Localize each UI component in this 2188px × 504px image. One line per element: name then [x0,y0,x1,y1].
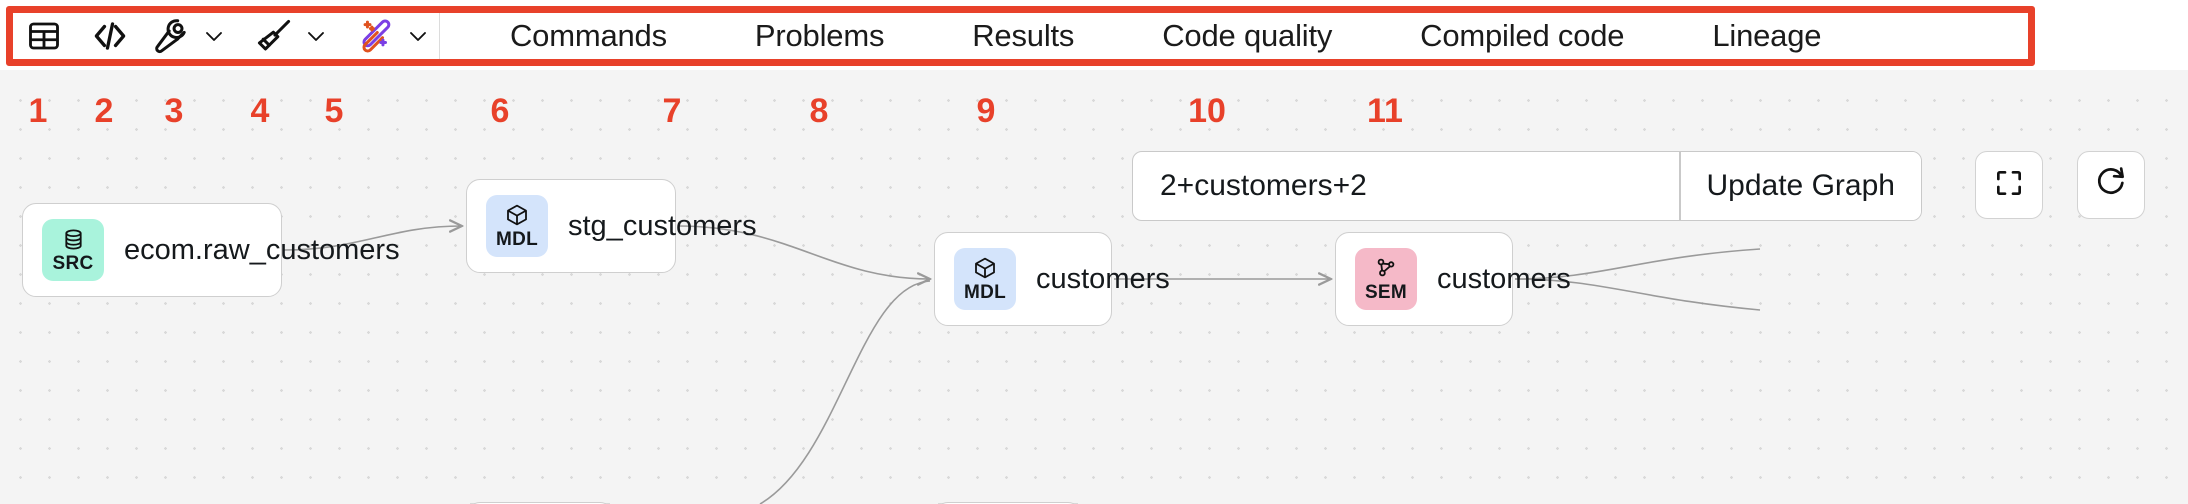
annotation-numbers: 1 2 3 4 5 6 7 8 9 10 11 [0,92,2188,132]
annotation-11: 11 [1367,92,1403,130]
graph-selector-input[interactable] [1133,152,1679,220]
refresh-icon [2094,166,2128,205]
broom-chevron-down-icon[interactable] [301,13,331,59]
node-type-badge-sem: SEM [1355,248,1417,310]
tab-results[interactable]: Results [972,18,1075,53]
graph-node-stg-customers[interactable]: MDL stg_customers [466,179,757,273]
lineage-canvas[interactable]: Update Graph [0,77,2188,504]
annotation-2: 2 [94,92,114,130]
graph-node-raw-customers[interactable]: SRC ecom.raw_customers [22,203,400,297]
annotation-6: 6 [490,92,510,130]
cube-icon [973,256,997,280]
node-type-badge-src: SRC [42,219,104,281]
fit-screen-icon [1993,167,2025,204]
annotation-9: 9 [976,92,996,130]
annotation-10: 10 [1188,92,1226,130]
control-divider [1679,152,1681,220]
node-label: customers [1036,262,1170,295]
tab-lineage[interactable]: Lineage [1712,18,1822,53]
semantic-icon [1374,256,1398,280]
wrench-chevron-down-icon[interactable] [199,13,229,59]
tab-commands[interactable]: Commands [510,18,667,53]
annotation-8: 8 [809,92,829,130]
tab-code-quality[interactable]: Code quality [1162,18,1333,53]
result-tabs: Commands Problems Results Code quality C… [440,13,1853,59]
annotation-7: 7 [662,92,682,130]
cube-icon [505,203,529,227]
annotation-4: 4 [250,92,270,130]
node-type-label: MDL [963,282,1007,303]
node-label: ecom.raw_customers [124,233,400,266]
toolbar-divider [439,13,440,59]
refresh-graph-button[interactable] [2077,151,2145,219]
node-label: stg_customers [568,209,757,242]
update-graph-button[interactable]: Update Graph [1680,152,1921,220]
graph-node-customers-sem[interactable]: SEM customers [1335,232,1571,326]
node-type-badge-mdl: MDL [954,248,1016,310]
annotation-1: 1 [28,92,48,130]
editor-toolbar: Commands Problems Results Code quality C… [13,13,2028,59]
graph-node-customers-mdl[interactable]: MDL customers [934,232,1170,326]
broom-icon[interactable] [247,13,301,59]
annotation-5: 5 [324,92,344,130]
database-icon [62,228,85,251]
graph-control-bar: Update Graph [1132,151,1922,221]
tab-compiled-code[interactable]: Compiled code [1420,18,1625,53]
editor-toolbar-bar: Commands Problems Results Code quality C… [0,0,2188,70]
annotation-3: 3 [164,92,184,130]
node-label: customers [1437,262,1571,295]
table-icon[interactable] [13,13,75,59]
node-type-label: SRC [52,252,94,274]
magic-wand-icon[interactable] [349,13,403,59]
node-type-label: SEM [1364,282,1408,303]
code-icon[interactable] [75,13,145,59]
tab-problems[interactable]: Problems [754,18,885,53]
node-type-label: MDL [495,229,539,250]
magic-wand-chevron-down-icon[interactable] [403,13,433,59]
wrench-icon[interactable] [145,13,199,59]
fit-view-button[interactable] [1975,151,2043,219]
node-type-badge-mdl: MDL [486,195,548,257]
